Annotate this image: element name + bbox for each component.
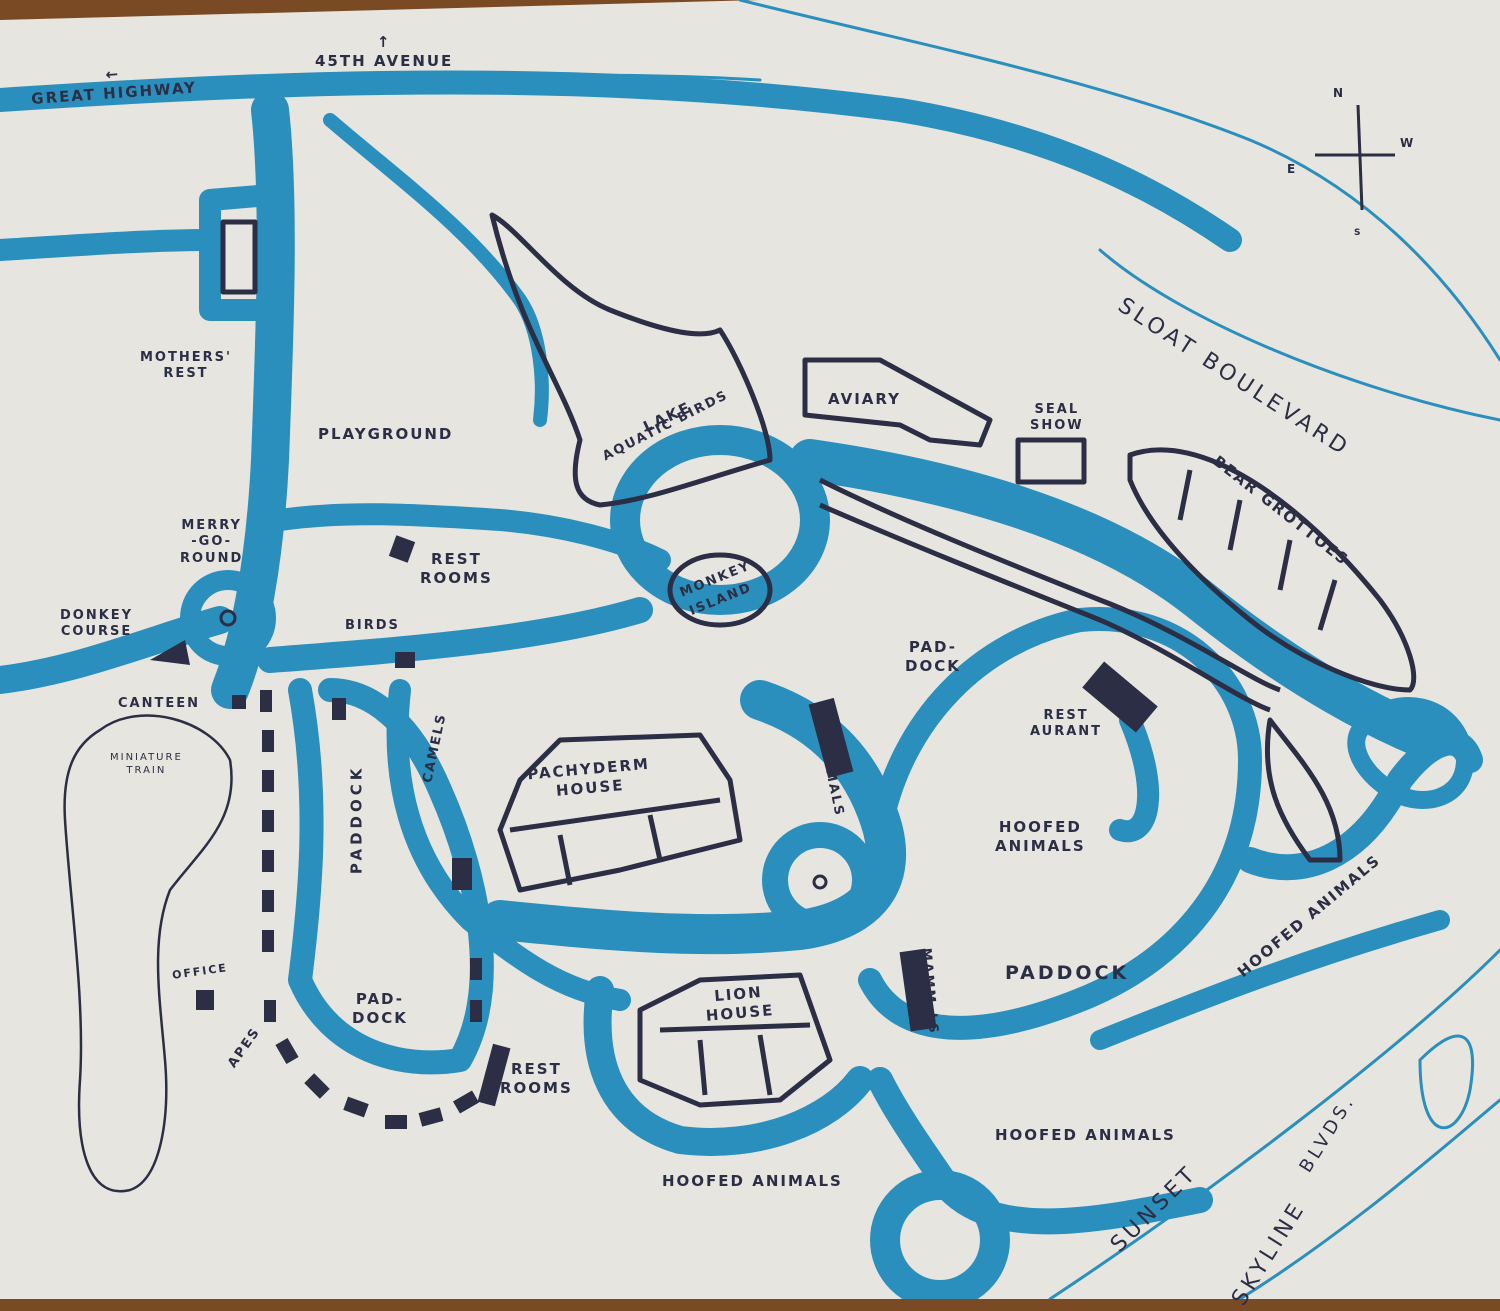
- mothers-rest-label: MOTHERS' REST: [140, 350, 232, 382]
- birds-label: BIRDS: [345, 618, 400, 633]
- path-right-loop: [1347, 697, 1474, 809]
- donkey-course-label: DONKEY COURSE: [60, 608, 134, 640]
- path-hoofed-loop: [858, 607, 1262, 1040]
- pachyderm-outline: [497, 732, 743, 893]
- arrow-up-icon: ↑: [376, 32, 392, 51]
- restaurant-building: [1082, 661, 1158, 733]
- apes-cages: [260, 690, 482, 1129]
- rest-rooms-building-2: [477, 1043, 511, 1107]
- path-merry-circle: [180, 570, 276, 666]
- donkey-course-shape: [150, 640, 190, 665]
- mammals-building-1: [808, 697, 854, 779]
- outlines-layer: [63, 212, 1417, 1193]
- avenue-text: 45TH AVENUE: [315, 51, 454, 70]
- path-bears-curve: [789, 439, 1451, 761]
- path-playground-upper: [323, 113, 549, 427]
- camels-building: [452, 858, 472, 890]
- compass-s: S: [1354, 228, 1363, 238]
- office-building: [196, 990, 214, 1010]
- channel-outline-2: [818, 502, 1271, 713]
- sloat-line-2: [1098, 248, 1500, 422]
- path-lion-surround: [583, 976, 874, 1156]
- compass-rose: [1315, 104, 1395, 211]
- merry-go-round-center: [219, 609, 237, 627]
- miniature-train-label: MINIATURE TRAIN: [110, 752, 183, 776]
- great-highway-label: ← GREAT HIGHWAY: [28, 40, 198, 108]
- lion-house-label: LION HOUSE: [705, 982, 775, 1025]
- monkey-island-outline: [667, 552, 773, 628]
- buildings-layer: [150, 535, 1158, 1129]
- lion-house-inner: [659, 1022, 811, 1096]
- sunset-line-2: [1238, 1098, 1500, 1299]
- hoofed-animals-label-4: HOOFED ANIMALS: [662, 1172, 843, 1190]
- great-highway-road: [0, 70, 1242, 252]
- rest-rooms-label-2: REST ROOMS: [500, 1060, 573, 1097]
- path-bottom-right: [1090, 910, 1450, 1050]
- hoofed-animals-label-1: HOOFED ANIMALS: [995, 818, 1086, 855]
- compass-e: E: [1287, 162, 1298, 176]
- path-central-circle: [762, 822, 878, 938]
- paddock-vertical-label: PADDOCK: [347, 764, 366, 875]
- hoofed-animals-label-3: HOOFED ANIMALS: [995, 1126, 1176, 1144]
- playground-label: PLAYGROUND: [318, 425, 454, 443]
- merry-go-round-label: MERRY -GO- ROUND: [180, 518, 244, 566]
- paddock-building: [332, 698, 346, 720]
- pad-dock-label-2: PAD- DOCK: [905, 638, 961, 675]
- arrow-left-icon: ←: [104, 64, 121, 84]
- sloat-line-1: [738, 0, 1500, 362]
- top-road-line: [0, 73, 762, 97]
- lake-outline: [489, 212, 773, 508]
- plaza-center-dot: [812, 874, 828, 890]
- bear-grottoes-dividers: [1177, 469, 1338, 631]
- sunset-line-1: [1048, 948, 1500, 1299]
- rest-rooms-building-1: [388, 535, 416, 563]
- seal-show-outline: [1015, 437, 1087, 485]
- mothers-rest-rect: [220, 219, 258, 295]
- aviary-label: AVIARY: [828, 390, 901, 408]
- aviary-outline: [802, 357, 993, 448]
- canteen-building: [232, 695, 246, 709]
- compass-n: N: [1333, 86, 1346, 100]
- seal-show-label: SEAL SHOW: [1030, 402, 1084, 434]
- bear-grottoes-outline: [1127, 447, 1417, 693]
- channel-outline: [818, 477, 1281, 693]
- path-camels: [386, 679, 631, 1011]
- sunset-loop: [1418, 1034, 1475, 1130]
- right-outline: [1264, 717, 1343, 863]
- path-birds-main: [257, 597, 653, 673]
- avenue-label: ↑ 45TH AVENUE: [315, 14, 453, 70]
- paddock-label-2: PADDOCK: [1005, 962, 1130, 984]
- path-mothers-rest-loop: [199, 184, 281, 321]
- canteen-label: CANTEEN: [118, 696, 200, 711]
- path-lower-circle: [870, 1170, 1010, 1299]
- miniature-train-loop: [63, 714, 233, 1193]
- mammals-building-2: [899, 948, 937, 1032]
- lion-house-outline: [637, 972, 833, 1108]
- path-restaurant-link: [1109, 709, 1160, 843]
- rest-rooms-label-1: REST ROOMS: [420, 550, 493, 587]
- pachyderm-inner: [509, 797, 721, 886]
- pad-dock-label-1: PAD- DOCK: [352, 990, 408, 1027]
- birds-building: [395, 652, 415, 668]
- path-paddock-loop: [288, 678, 494, 1075]
- compass-w: W: [1400, 136, 1416, 150]
- path-left-edge: [0, 229, 221, 261]
- restaurant-label: REST AURANT: [1030, 708, 1103, 740]
